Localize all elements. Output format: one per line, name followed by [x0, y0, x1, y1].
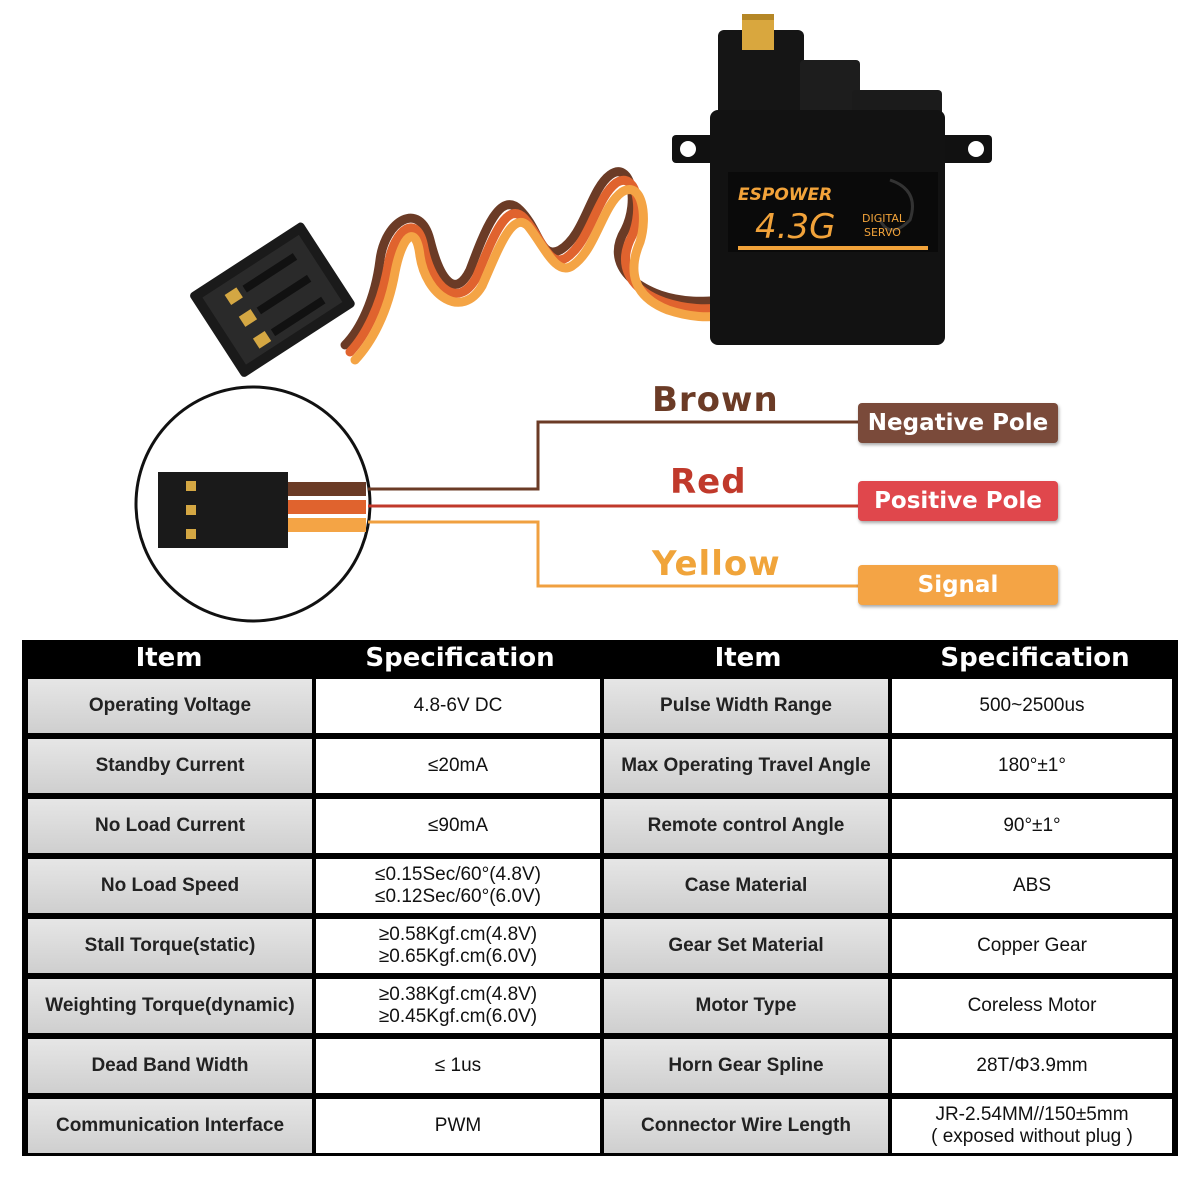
servo-product-image: ESPOWER 4.3G DIGITAL SERVO	[190, 14, 992, 377]
item-cell: Operating Voltage	[28, 679, 312, 733]
spec-cell: ≥0.58Kgf.cm(4.8V)≥0.65Kgf.cm(6.0V)	[316, 919, 600, 973]
servo-type-label-1: DIGITAL	[862, 212, 906, 225]
connector-closeup-icon	[158, 472, 366, 548]
spec-line: ≤ 1us	[434, 1055, 482, 1076]
brown-wire-label: Brown	[652, 380, 779, 420]
spec-line: Coreless Motor	[967, 995, 1097, 1016]
spec-cell: Coreless Motor	[892, 979, 1172, 1033]
negative-pole-badge: Negative Pole	[858, 403, 1058, 443]
spec-line: 4.8-6V DC	[413, 695, 503, 716]
spec-cell: ≤0.15Sec/60°(4.8V)≤0.12Sec/60°(6.0V)	[316, 859, 600, 913]
connector-plug-icon	[190, 222, 355, 377]
spec-line: ≤90mA	[427, 815, 489, 836]
spec-line: ≥0.65Kgf.cm(6.0V)	[378, 946, 538, 967]
spec-line: JR-2.54MM//150±5mm	[935, 1104, 1129, 1125]
header-item-1: Item	[135, 643, 203, 673]
item-cell: Dead Band Width	[28, 1039, 312, 1093]
wiring-diagram	[134, 385, 858, 623]
yellow-wire-leader	[368, 520, 858, 588]
red-wire-label: Red	[670, 462, 747, 502]
servo-body-icon	[672, 14, 992, 345]
item-cell: Remote control Angle	[604, 799, 888, 853]
positive-pole-badge: Positive Pole	[858, 481, 1058, 521]
spec-cell: ≥0.38Kgf.cm(4.8V)≥0.45Kgf.cm(6.0V)	[316, 979, 600, 1033]
item-cell: Stall Torque(static)	[28, 919, 312, 973]
table-row: Operating Voltage 4.8-6V DC Pulse Width Ra…	[22, 676, 1178, 736]
item-cell: Gear Set Material	[604, 919, 888, 973]
yellow-wire-label: Yellow	[652, 544, 781, 584]
table-row: Stall Torque(static)≥0.58Kgf.cm(4.8V)≥0.…	[22, 916, 1178, 976]
item-cell: Standby Current	[28, 739, 312, 793]
spec-line: PWM	[434, 1115, 482, 1136]
spec-line: ≥0.38Kgf.cm(4.8V)	[378, 984, 538, 1005]
spec-line: ≤0.15Sec/60°(4.8V)	[375, 864, 541, 885]
table-row: Standby Current ≤20mA Max Operating Travel…	[22, 736, 1178, 796]
spec-line: ≤20mA	[427, 755, 489, 776]
spec-line: ( exposed without plug )	[931, 1126, 1133, 1147]
spec-cell: Copper Gear	[892, 919, 1172, 973]
item-cell: Motor Type	[604, 979, 888, 1033]
table-row: Communication Interface PWM Connector Wire…	[22, 1096, 1178, 1156]
item-cell: Horn Gear Spline	[604, 1039, 888, 1093]
signal-badge: Signal	[858, 565, 1058, 605]
spec-cell: ≤90mA	[316, 799, 600, 853]
spec-line: ≥0.58Kgf.cm(4.8V)	[378, 924, 538, 945]
spec-cell: 180°±1°	[892, 739, 1172, 793]
brown-wire-leader	[368, 420, 858, 491]
servo-brand-label: ESPOWER	[738, 185, 832, 205]
spec-cell: 90°±1°	[892, 799, 1172, 853]
item-cell: No Load Current	[28, 799, 312, 853]
item-cell: Communication Interface	[28, 1099, 312, 1153]
spec-line: 180°±1°	[998, 755, 1066, 776]
spec-cell: JR-2.54MM//150±5mm( exposed without plug…	[892, 1099, 1172, 1153]
table-row: Dead Band Width ≤ 1us Horn Gear Spline 28T/…	[22, 1036, 1178, 1096]
spec-cell: 500~2500us	[892, 679, 1172, 733]
item-cell: No Load Speed	[28, 859, 312, 913]
item-cell: Max Operating Travel Angle	[604, 739, 888, 793]
spec-cell: PWM	[316, 1099, 600, 1153]
spec-line: Copper Gear	[977, 935, 1087, 956]
spec-line: 500~2500us	[979, 695, 1085, 716]
item-cell: Weighting Torque(dynamic)	[28, 979, 312, 1033]
spec-cell: ≤ 1us	[316, 1039, 600, 1093]
spec-line: ≥0.45Kgf.cm(6.0V)	[378, 1006, 538, 1027]
servo-cable-icon	[340, 167, 730, 365]
header-spec-2: Specification	[940, 643, 1130, 673]
spec-line: 28T/Φ3.9mm	[976, 1055, 1088, 1076]
spec-cell: 4.8-6V DC	[316, 679, 600, 733]
item-cell: Pulse Width Range	[604, 679, 888, 733]
spec-table-header: Item Specification Item Specification	[22, 640, 1178, 676]
spec-line: ABS	[1012, 875, 1052, 896]
spec-cell: ≤20mA	[316, 739, 600, 793]
spec-line: 90°±1°	[1003, 815, 1061, 836]
spec-line: ≤0.12Sec/60°(6.0V)	[375, 886, 541, 907]
table-row: No Load Speed≤0.15Sec/60°(4.8V)≤0.12Sec/…	[22, 856, 1178, 916]
item-cell: Case Material	[604, 859, 888, 913]
header-item-2: Item	[714, 643, 782, 673]
table-row: Weighting Torque(dynamic)≥0.38Kgf.cm(4.8…	[22, 976, 1178, 1036]
spec-cell: ABS	[892, 859, 1172, 913]
spec-cell: 28T/Φ3.9mm	[892, 1039, 1172, 1093]
servo-model-label: 4.3G	[755, 207, 835, 247]
table-row: No Load Current ≤90mA Remote control Angle…	[22, 796, 1178, 856]
item-cell: Connector Wire Length	[604, 1099, 888, 1153]
header-spec-1: Specification	[365, 643, 555, 673]
servo-type-label-2: SERVO	[864, 226, 901, 239]
